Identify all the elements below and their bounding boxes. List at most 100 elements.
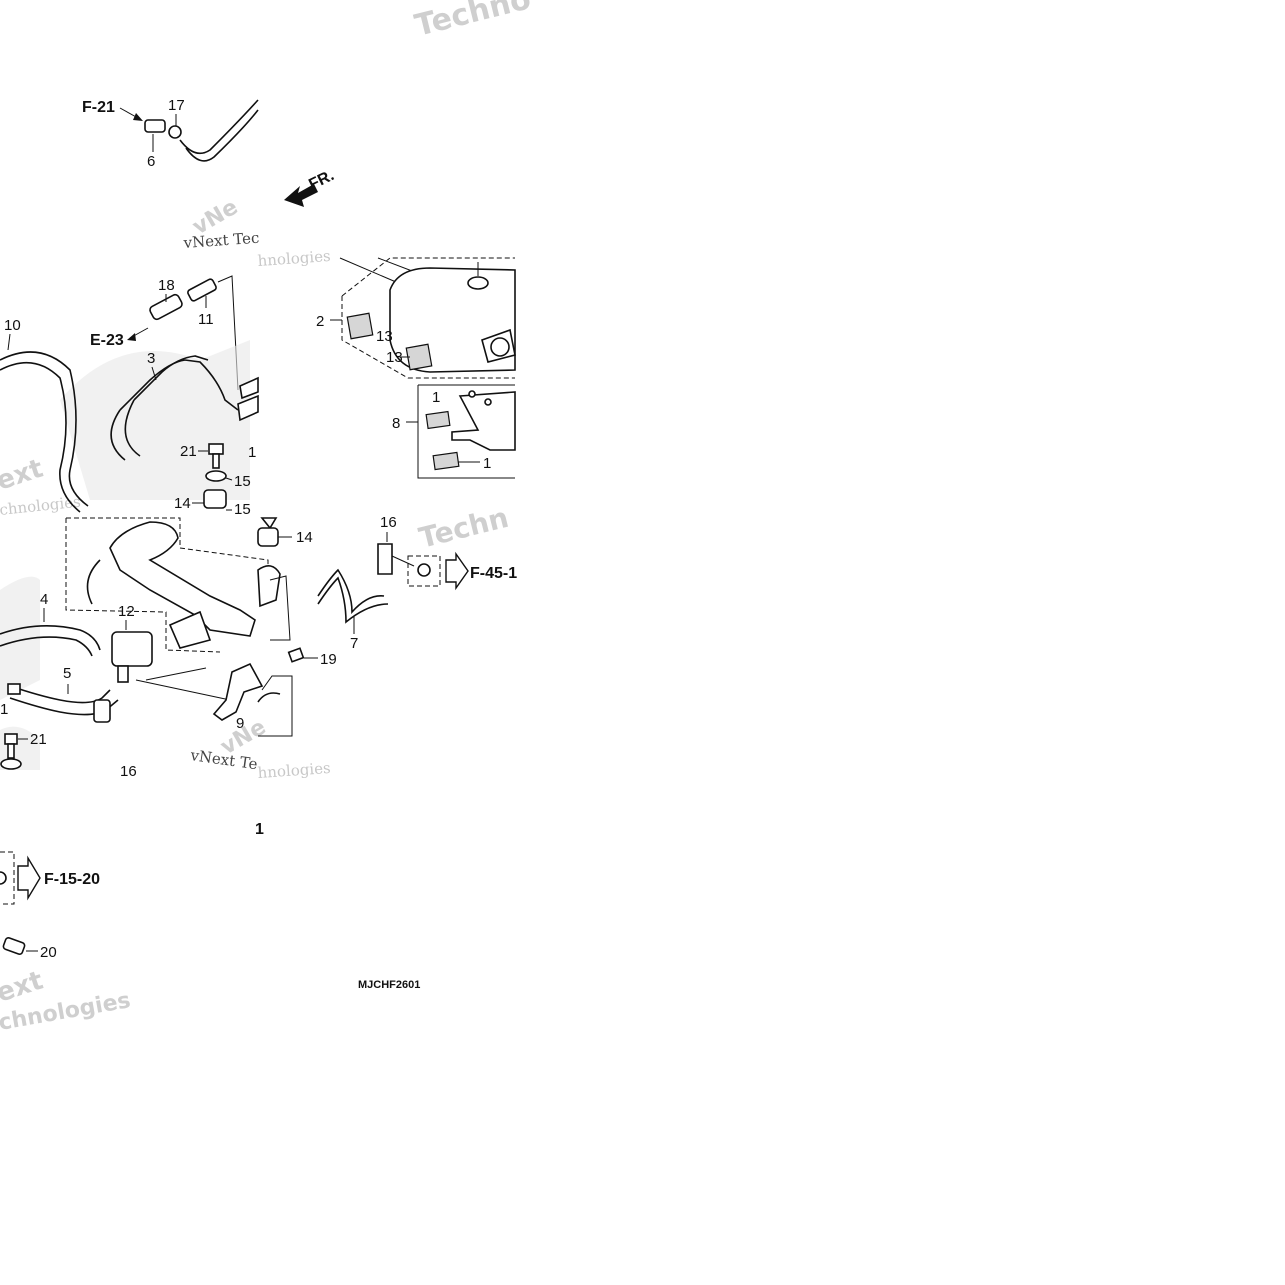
callout-14: 14 [296, 529, 313, 546]
callout-1: 1 [432, 389, 440, 406]
joint-11 [7, 683, 21, 695]
valve-group: 4 12 5 1 [0, 576, 231, 723]
watermark: ext [0, 966, 47, 1009]
bracket [109, 521, 256, 637]
ref-e23: E-23 [90, 332, 124, 349]
callout-20: 20 [40, 944, 57, 961]
arrow-head [133, 113, 143, 121]
callout-21: 21 [180, 443, 197, 460]
callout-13: 13 [376, 328, 393, 345]
callout-11: 1 [0, 701, 8, 718]
callout-9: 9 [236, 715, 244, 732]
washer-15 [205, 470, 227, 482]
bolt-21-group: 21 16 [0, 726, 137, 780]
bolt-20 [2, 936, 26, 956]
solid-frame [417, 384, 515, 479]
joint-11 [187, 278, 217, 302]
callout-15: 15 [234, 501, 251, 518]
ref-f21: F-21 [82, 99, 115, 116]
callout-16: 16 [380, 514, 397, 531]
front-arrow: FR. [284, 167, 337, 207]
callout-11: 11 [198, 311, 214, 328]
mount-group: 21 15 14 15 14 [174, 443, 313, 547]
bolt [0, 871, 7, 885]
canister-port [467, 276, 489, 290]
stay-tab [257, 692, 281, 703]
washer [0, 758, 22, 770]
clip-16 [377, 543, 393, 575]
dashed-frame [341, 257, 515, 379]
hose-7 [317, 568, 385, 615]
diagram-code: MJCHF2601 [358, 979, 420, 991]
watermark: vNext Tec [182, 229, 260, 252]
arrow-head [127, 333, 136, 341]
hose-10 [0, 351, 89, 507]
ref-f45: F-45-1 [470, 565, 517, 582]
purge-hose-group: E-23 18 11 3 1 [60, 275, 259, 500]
bolt-21 [4, 733, 18, 745]
callout-12: 12 [118, 603, 135, 620]
canister-group: 2 13 13 8 1 1 [316, 257, 516, 479]
ref-arrow-icon [17, 855, 41, 901]
hose-10-group: 10 [0, 317, 89, 513]
pad-13 [346, 312, 374, 340]
bracket-hole [484, 398, 492, 406]
callout-17: 17 [168, 97, 185, 114]
hose-3 [119, 359, 239, 411]
hose-7-group: 7 [317, 568, 389, 652]
watermark: hnologies [257, 759, 331, 782]
stray-number: 1 [255, 821, 264, 838]
watermark: Techno [411, 0, 534, 44]
clip-17 [168, 125, 182, 139]
stay-9 [212, 662, 264, 721]
callout-8: 8 [392, 415, 400, 432]
shaded-region [0, 576, 40, 700]
callout-7: 7 [350, 635, 358, 652]
grommet-14 [257, 527, 279, 547]
stay-group: 9 19 [212, 647, 337, 737]
hose-4 [0, 636, 93, 657]
hose [185, 109, 259, 162]
wire-hook [86, 559, 101, 605]
hose-10 [0, 361, 81, 513]
ref-arrow-icon [445, 551, 469, 591]
pad-1 [432, 451, 460, 471]
callout-2: 2 [316, 313, 324, 330]
bracket-8 [451, 391, 516, 451]
callout-5: 5 [63, 665, 71, 682]
pad-1 [425, 410, 451, 430]
leader [151, 366, 157, 381]
callout-13: 13 [386, 349, 403, 366]
hose-end [93, 699, 111, 723]
shaded-region [60, 340, 250, 500]
callout-10: 10 [4, 317, 21, 334]
callout-19: 19 [320, 651, 337, 668]
fitting-6 [144, 119, 166, 133]
callout-1: 1 [483, 455, 491, 472]
f15-group: F-15-20 [0, 851, 100, 905]
bolt-21 [208, 443, 224, 455]
callout-3: 3 [147, 350, 155, 367]
watermark: chnologies [0, 493, 82, 519]
bolt-19 [287, 647, 305, 663]
valve-port [117, 665, 129, 683]
leader [135, 667, 231, 701]
f21-fitting-group: F-21 17 6 [82, 97, 259, 170]
callout-1: 1 [248, 444, 256, 461]
canister-nozzle-end [490, 337, 510, 357]
callout-4: 4 [40, 591, 48, 608]
ref-f15: F-15-20 [44, 871, 100, 888]
ref-fr: FR. [306, 167, 337, 194]
callout-16: 16 [120, 763, 137, 780]
hose-7 [317, 576, 389, 624]
bolt-21-shank [212, 453, 220, 469]
grommet-14 [203, 489, 227, 509]
hose-3 [133, 355, 209, 401]
fr-arrow-icon [284, 184, 318, 207]
bolt-20-group: 20 [2, 936, 57, 961]
watermark: hnologies [257, 247, 331, 270]
lower-bracket-group [65, 517, 291, 653]
pad-13 [405, 343, 433, 371]
dashed-frame [0, 851, 15, 905]
